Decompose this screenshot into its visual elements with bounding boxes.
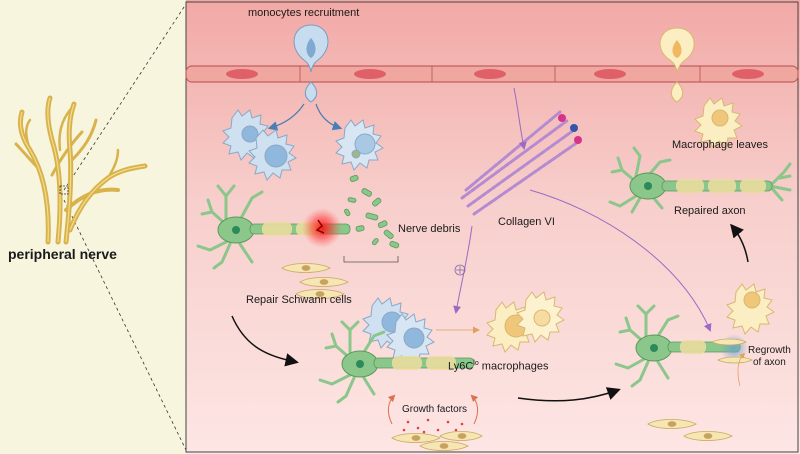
collagen-vi-label: Collagen VI: [498, 216, 555, 228]
endothelial-nucleus: [732, 69, 764, 79]
monocytes-recruitment-label: monocytes recruitment: [248, 7, 360, 19]
ly6c-lo-macrophages: [486, 291, 565, 353]
collagen-to-regrowth-arrow: [529, 189, 712, 332]
injury-site: [302, 208, 342, 248]
monocyte-differentiation-arrow: [315, 103, 343, 131]
monocyte-differentiation-arrow: [267, 103, 305, 131]
regrowth-line-1: Regrowth: [748, 345, 791, 356]
nerve-debris-label: Nerve debris: [398, 223, 461, 235]
flow-arrow-to-regeneration: [231, 315, 299, 367]
vessel-to-collagen-arrow: [513, 87, 527, 150]
macrophage-support-arrow: [737, 352, 746, 387]
nerve-debris-fragments: [344, 174, 400, 249]
regrowth-line-2: of axon: [753, 357, 786, 368]
ly6c-macrophages-label: Ly6Clo macrophages: [448, 360, 549, 373]
zoom-frame: [185, 1, 799, 453]
repair-schwann-cells: [281, 263, 349, 299]
promotion-symbol: [454, 264, 466, 276]
repaired-axon-label: Repaired axon: [674, 205, 746, 217]
macrophage-leaves-label: Macrophage leaves: [672, 139, 769, 151]
monocyte-cluster-middle: [362, 297, 435, 365]
endothelial-nucleus: [226, 69, 258, 79]
repair-schwann-cells-label: Repair Schwann cells: [246, 294, 352, 306]
repaired-neuron: [608, 146, 792, 214]
macrophage-near-regrowth: [726, 283, 775, 335]
debris-bracket: [343, 256, 399, 263]
zoom-line-bottom: [63, 199, 187, 451]
blood-vessel-wall: [185, 65, 799, 83]
collagen-to-macrophage-arrow: [453, 225, 473, 314]
regenerating-neuron: [318, 320, 475, 404]
collagen-vi-fibers: [460, 110, 580, 216]
endothelial-nucleus: [474, 69, 506, 79]
growth-factor-arrow-left: [387, 394, 396, 425]
macrophage-leaving-cell: [694, 97, 743, 149]
nerve-tree-inner-lines: [19, 97, 146, 243]
nerve-overview-panel: [0, 0, 186, 454]
peripheral-nerve-label: peripheral nerve: [8, 246, 117, 262]
flow-arrow-to-regrowth: [517, 387, 621, 402]
growth-factors-label: Growth factors: [402, 404, 468, 415]
schwann-cells-bottom: [391, 431, 483, 451]
transmigrating-monocyte: [293, 24, 329, 103]
lesion-mark: [315, 219, 325, 234]
macrophage-cluster-top: [222, 109, 384, 181]
flow-arrow-to-repaired: [730, 223, 749, 263]
growth-factor-arrow-right: [470, 394, 479, 425]
leaving-macrophage: [659, 27, 695, 103]
schwann-cells-bottom-right: [647, 419, 733, 441]
endothelial-nucleus: [354, 69, 386, 79]
zoom-box: [59, 185, 69, 195]
zoom-line-top: [63, 3, 187, 191]
regrowth-of-axon-label: Regrowth of axon: [748, 345, 791, 369]
collagen-fiber-ends: [558, 114, 582, 144]
endothelial-nucleus: [594, 69, 626, 79]
